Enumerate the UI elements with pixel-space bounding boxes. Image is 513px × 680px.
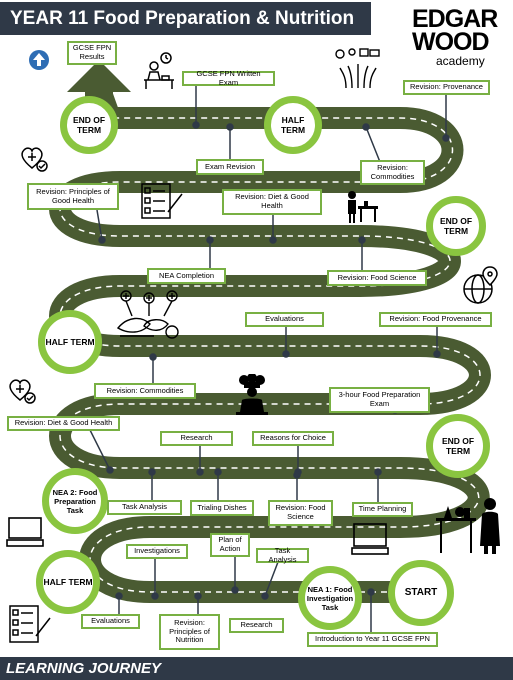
label-gcse-results: GCSE FPN Results [67, 41, 117, 65]
label-written-exam: GCSE FPN Written Exam [182, 69, 275, 86]
label-rev-diet-2: Revision: Diet & Good Health [7, 416, 120, 431]
label-exam-revision: Exam Revision [196, 159, 264, 175]
label-rev-commodities-2: Revision: Commodities [94, 383, 196, 399]
computer-icon [6, 517, 44, 547]
page-title: YEAR 11 Food Preparation & Nutrition [0, 2, 371, 35]
label-rev-food-science-1: Revision: Food Science [327, 270, 427, 286]
label-time-planning: Time Planning [352, 502, 413, 517]
heart-health-icon [21, 147, 48, 172]
label-task-analysis-2: Task Analysis [256, 546, 309, 563]
label-nea-completion: NEA Completion [147, 268, 226, 284]
cook-scientist-icon [436, 498, 500, 554]
supply-chain-icon [335, 48, 380, 89]
label-evaluations-1: Evaluations [245, 312, 324, 327]
heart-health-icon [9, 379, 36, 404]
label-plan-of-action: Plan of Action [210, 533, 250, 557]
logo-line1: EDGAR [412, 5, 498, 33]
milestone-end-term-2: END OF TERM [426, 196, 486, 256]
milestone-end-term-3: END OF TERM [426, 414, 490, 478]
checklist-icon [141, 183, 183, 219]
milestone-half-term-2: HALF TERM [38, 310, 102, 374]
milestone-start: START [388, 560, 454, 626]
milestone-half-term-3: HALF TERM [36, 550, 100, 614]
student-desk-icon [144, 52, 174, 89]
logo-sub: academy [436, 54, 485, 68]
milestone-nea2: NEA 2: Food Preparation Task [42, 468, 108, 534]
chef-table-icon [348, 191, 378, 223]
label-rev-commodities-1: Revision: Commodities [360, 160, 425, 185]
label-rev-principles-nutrition: Revision: Principles of Nutrition [159, 614, 220, 650]
label-intro: Introduction to Year 11 GCSE FPN [307, 632, 438, 647]
computer-icon [351, 523, 389, 555]
chef-icon [236, 374, 268, 415]
end-arrow-icon [67, 60, 131, 92]
label-rev-food-science-2: Revision: Food Science [268, 500, 333, 526]
label-rev-principles: Revision: Principles of Good Health [27, 183, 119, 210]
label-investigations: Investigations [126, 544, 188, 559]
logo: EDGAR WOOD [412, 5, 507, 56]
label-rev-provenance-1: Revision: Provenance [403, 80, 490, 95]
milestone-half-term-1: HALF TERM [264, 96, 322, 154]
label-research-1: Research [160, 431, 233, 446]
label-task-analysis-1: Task Analysis [107, 500, 182, 515]
checklist-icon [9, 605, 51, 643]
label-three-hour-exam: 3-hour Food Preparation Exam [329, 387, 430, 413]
label-evaluations-2: Evaluations [81, 614, 140, 629]
label-reasons: Reasons for Choice [252, 431, 334, 446]
milestone-nea1: NEA 1: Food Investigation Task [298, 566, 362, 630]
label-trialing: Trialing Dishes [190, 500, 254, 516]
label-research-2: Research [229, 618, 284, 633]
footer-title: LEARNING JOURNEY [0, 657, 513, 680]
logo-line2: WOOD [412, 28, 490, 56]
globe-location-icon [463, 266, 498, 304]
label-rev-diet-1: Revision: Diet & Good Health [222, 189, 322, 215]
food-ingredients-icon [116, 290, 179, 339]
up-arrow-icon [29, 50, 49, 70]
milestone-end-term-1: END OF TERM [60, 96, 118, 154]
label-rev-food-provenance: Revision: Food Provenance [379, 312, 492, 327]
